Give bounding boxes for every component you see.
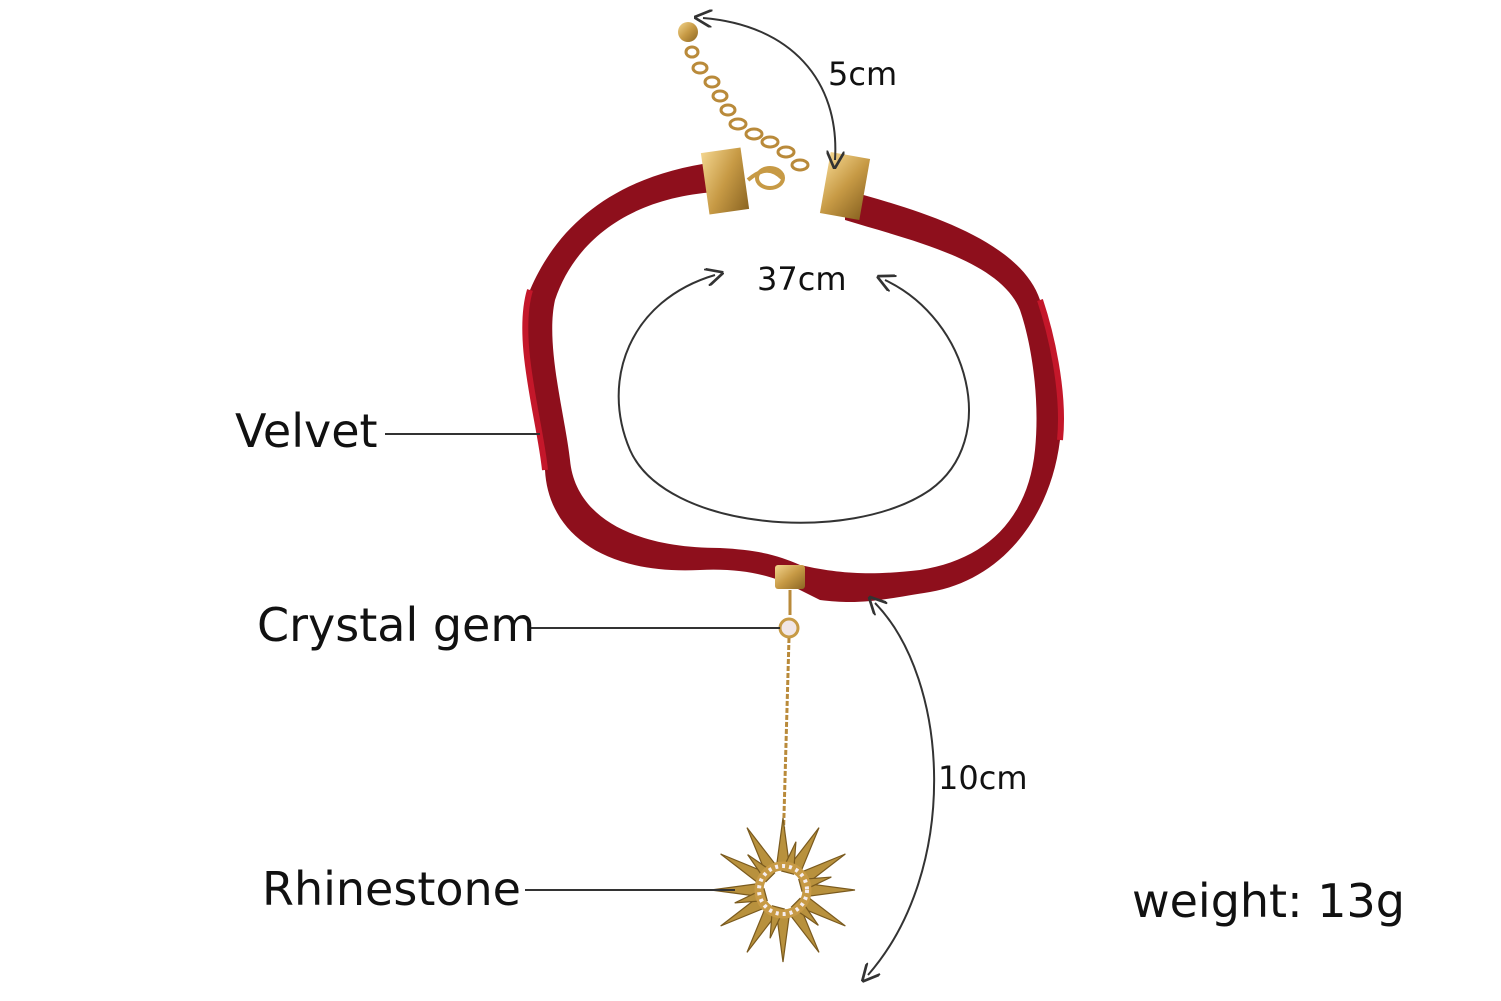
circumference-measurement: 37cm <box>757 260 847 298</box>
leader-lines <box>385 433 780 891</box>
velvet-band <box>522 162 1064 603</box>
clasp-hardware <box>678 22 871 221</box>
weight-label: weight: 13g <box>1132 874 1405 928</box>
pendant-assembly <box>710 565 856 963</box>
rhinestone-starburst <box>710 817 856 963</box>
crystal-gem-bead <box>778 617 800 639</box>
extension-arc <box>703 18 835 160</box>
crystal-gem-label: Crystal gem <box>257 598 536 652</box>
rhinestone-label: Rhinestone <box>262 862 521 916</box>
pendant-drop-arc <box>868 603 936 975</box>
circumference-arc <box>617 275 970 524</box>
measurement-arcs <box>617 18 970 975</box>
velvet-label: Velvet <box>235 404 378 458</box>
pendant-drop-measurement: 10cm <box>938 759 1028 797</box>
extension-measurement: 5cm <box>828 55 898 93</box>
